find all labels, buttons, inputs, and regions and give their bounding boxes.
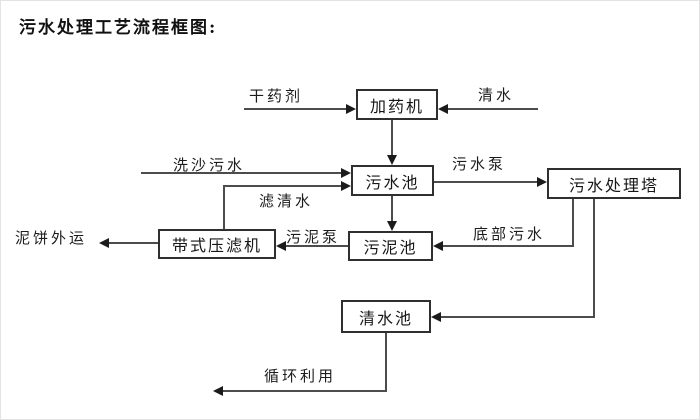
line-filtered-water xyxy=(223,185,341,187)
node-clean-water-pool: 清水池 xyxy=(341,300,431,333)
line-bottom-sewage-vertical xyxy=(572,199,574,247)
node-treatment-tower: 污水处理塔 xyxy=(547,168,681,199)
line-dry-agent xyxy=(244,108,346,110)
node-sludge-pool: 污泥池 xyxy=(348,231,433,261)
label-clean-water: 清水 xyxy=(478,86,515,104)
arrowhead-sewage-pump xyxy=(537,177,547,187)
node-sewage-pool: 污水池 xyxy=(351,165,434,196)
label-sewage-pump: 污水泵 xyxy=(452,155,507,173)
arrowhead-mud-cake-out xyxy=(99,238,109,248)
node-belt-filter-press: 带式压滤机 xyxy=(158,229,276,259)
line-sewage-pump xyxy=(434,181,537,183)
line-sludge-pump xyxy=(286,245,348,247)
label-dry-agent: 干药剂 xyxy=(249,87,304,105)
line-sand-wash-sewage xyxy=(141,172,341,174)
arrowhead-bottom-sewage xyxy=(433,241,443,251)
label-mud-cake-out: 泥饼外运 xyxy=(15,229,88,247)
line-recycle xyxy=(223,390,387,392)
arrowhead-sewage-to-sludge xyxy=(387,221,397,231)
line-tower-to-clean-vertical xyxy=(593,199,595,318)
node-dosing-machine: 加药机 xyxy=(356,89,438,120)
line-bottom-sewage xyxy=(443,245,574,247)
label-recycle-use: 循环利用 xyxy=(264,367,337,385)
arrowhead-sludge-pump xyxy=(276,241,286,251)
label-bottom-sewage: 底部污水 xyxy=(473,225,546,243)
line-recycle-vertical xyxy=(385,333,387,392)
label-sludge-pump: 污泥泵 xyxy=(286,228,341,246)
arrowhead-clean-water xyxy=(438,104,448,114)
arrowhead-dry-agent xyxy=(346,104,356,114)
line-mud-cake-out xyxy=(109,242,158,244)
arrowhead-recycle xyxy=(213,386,223,396)
line-sewage-to-sludge xyxy=(391,196,393,221)
arrowhead-dosing-to-sewage xyxy=(387,155,397,165)
arrowhead-filtered-water xyxy=(341,181,351,191)
line-filtered-water-vertical xyxy=(223,185,225,229)
label-filtered-water: 滤清水 xyxy=(259,192,314,210)
line-dosing-to-sewage xyxy=(391,120,393,155)
arrowhead-tower-to-clean xyxy=(431,312,441,322)
line-clean-water xyxy=(448,108,538,110)
label-sand-wash-sewage: 洗沙污水 xyxy=(173,156,246,174)
arrowhead-sand-wash-sewage xyxy=(341,168,351,178)
page-title: 污水处理工艺流程框图: xyxy=(19,18,218,38)
line-tower-to-clean xyxy=(441,316,595,318)
